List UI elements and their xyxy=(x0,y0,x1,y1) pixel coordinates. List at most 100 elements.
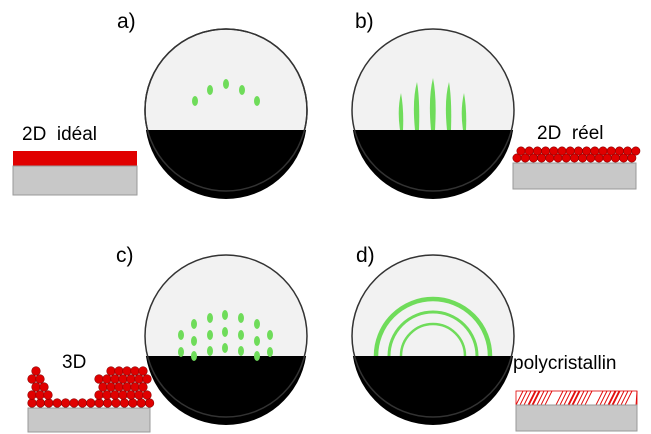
atom xyxy=(119,398,129,408)
atom xyxy=(128,398,138,408)
atom xyxy=(541,146,551,156)
panel-b-letter: b) xyxy=(355,10,374,33)
diffraction-spot xyxy=(207,330,213,340)
diffraction-spot-grid xyxy=(178,310,273,361)
panel-b-label: 2D réel xyxy=(537,123,604,144)
panel-d: d) polycristallin xyxy=(351,244,638,432)
screen-outline xyxy=(351,28,515,192)
atom xyxy=(516,146,526,156)
diffraction-spot xyxy=(222,310,228,320)
atom xyxy=(114,366,124,376)
panel-b-sample xyxy=(512,146,641,190)
atom xyxy=(549,146,559,156)
atom xyxy=(106,382,116,392)
atom xyxy=(43,390,53,400)
atom xyxy=(35,398,46,408)
atom xyxy=(524,146,534,156)
panel-d-letter: d) xyxy=(356,244,375,267)
atom xyxy=(614,146,624,156)
atom xyxy=(52,398,62,408)
panel-d-sample xyxy=(515,390,638,432)
diffraction-spot xyxy=(238,330,244,340)
panel-c-screen xyxy=(144,254,308,425)
atom xyxy=(122,366,132,376)
atom xyxy=(122,382,132,392)
atom xyxy=(86,398,96,408)
atom xyxy=(44,398,54,408)
screen-shadow xyxy=(145,130,307,199)
screen-shadow xyxy=(352,356,514,425)
diffraction-spot xyxy=(238,313,244,323)
panel-d-screen xyxy=(351,254,515,425)
atom xyxy=(631,146,641,156)
diffraction-spot xyxy=(267,347,273,357)
atom xyxy=(582,146,592,156)
atom xyxy=(31,382,41,392)
atom xyxy=(627,153,637,163)
substrate-block xyxy=(515,404,638,432)
diffraction-spots xyxy=(192,79,260,106)
diffraction-spot xyxy=(254,351,260,361)
atom xyxy=(110,390,120,400)
atom xyxy=(598,146,608,156)
substrate-block xyxy=(12,165,138,196)
atom xyxy=(27,390,37,400)
substrate-block xyxy=(512,162,637,190)
atom xyxy=(35,374,45,384)
substrate-block xyxy=(27,407,151,433)
panel-c-letter: c) xyxy=(116,244,134,267)
atom xyxy=(111,398,121,408)
diffraction-streaks xyxy=(398,78,467,130)
panel-c: c) 3D xyxy=(27,244,308,433)
atom xyxy=(134,374,144,384)
atom xyxy=(102,398,113,408)
atom xyxy=(94,390,104,400)
atom xyxy=(606,146,616,156)
atom xyxy=(106,366,116,376)
atom xyxy=(94,398,104,408)
panel-c-label: 3D xyxy=(62,352,86,373)
atom xyxy=(136,398,146,408)
panel-b: b) 2D réel xyxy=(351,10,641,199)
diffraction-spot xyxy=(207,346,213,356)
diffraction-spot xyxy=(267,330,273,340)
atom xyxy=(27,374,37,384)
atom xyxy=(130,366,140,376)
diffraction-spot xyxy=(222,327,228,337)
atom xyxy=(102,374,112,384)
atom xyxy=(532,146,542,156)
atom xyxy=(142,390,152,400)
screen-shadow xyxy=(352,130,514,199)
diffraction-spot xyxy=(254,319,260,329)
panel-a-screen xyxy=(144,28,308,199)
island-atoms xyxy=(27,366,155,408)
atom xyxy=(77,398,87,408)
atom-layer xyxy=(512,146,641,163)
screen-outline xyxy=(144,28,308,192)
screen-outline xyxy=(144,254,308,418)
diffraction-spot xyxy=(207,313,213,323)
atom xyxy=(39,382,49,392)
atom xyxy=(69,398,79,408)
atom xyxy=(35,390,45,400)
panel-b-screen xyxy=(351,28,515,199)
atom xyxy=(145,398,155,408)
atom xyxy=(118,374,128,384)
panel-d-label: polycristallin xyxy=(513,353,616,374)
screen-outline xyxy=(351,254,515,418)
atom xyxy=(126,390,136,400)
panel-a-label: 2D idéal xyxy=(22,124,97,145)
panel-a: a) 2D idéal xyxy=(12,10,308,199)
diffraction-spot xyxy=(191,351,197,361)
diffraction-spot xyxy=(254,336,260,346)
diffraction-spot xyxy=(191,336,197,346)
diffraction-rings xyxy=(373,296,493,357)
atom xyxy=(142,374,152,384)
diffraction-spot xyxy=(178,347,184,357)
atom xyxy=(573,146,583,156)
atom xyxy=(557,146,567,156)
atom xyxy=(102,390,112,400)
atom xyxy=(138,382,148,392)
film-layer xyxy=(13,151,137,166)
